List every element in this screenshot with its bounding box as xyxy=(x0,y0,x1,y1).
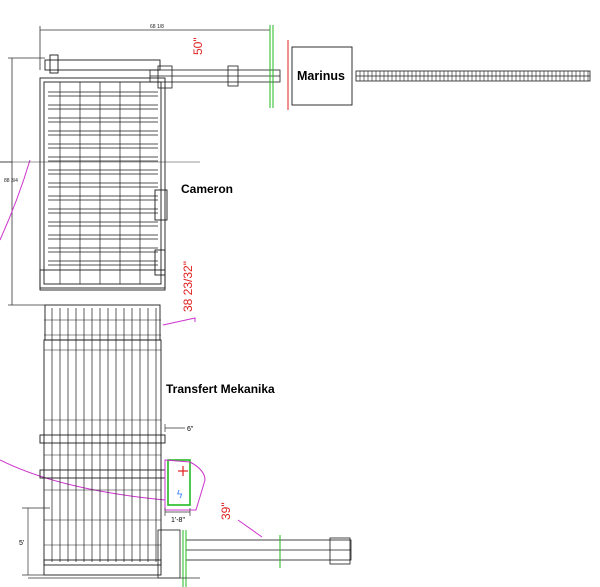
transfert-machine xyxy=(39,304,166,576)
dim-39-label: 39" xyxy=(219,502,233,520)
dim-50-label: 50" xyxy=(191,37,205,55)
magenta-panel-outline xyxy=(164,459,206,511)
cameron-posts xyxy=(59,82,141,284)
control-panel-bolt: ϟ xyxy=(176,488,183,501)
dim-5-label: 5' xyxy=(19,540,24,547)
transfert-rails xyxy=(51,308,157,562)
dim-5-lines xyxy=(22,507,50,576)
cameron-slats xyxy=(48,91,158,266)
dim-1-8-lines xyxy=(164,508,191,516)
dim-6-label: 6" xyxy=(187,426,194,433)
magenta-bracket-38 xyxy=(162,317,196,326)
green-guides-top xyxy=(269,25,274,108)
magenta-line-39 xyxy=(237,519,263,538)
cameron-machine xyxy=(39,54,168,291)
magenta-arc-upper xyxy=(0,159,31,241)
bottom-conveyor xyxy=(157,529,352,579)
top-dimension xyxy=(39,26,271,70)
left-dimension-label: 88 3/4 xyxy=(4,178,18,184)
green-guides-bottom xyxy=(182,530,281,587)
transfert-crossbars xyxy=(44,319,161,546)
dim-6-lines xyxy=(164,424,185,432)
top-conveyor xyxy=(149,65,281,89)
marinus-box xyxy=(291,46,353,106)
top-dimension-label: 68 1/8 xyxy=(150,24,164,30)
marinus-conveyor xyxy=(355,70,591,82)
transfert-label: Transfert Mekanika xyxy=(166,382,275,396)
control-panel-green xyxy=(167,459,191,506)
magenta-arc-lower xyxy=(0,459,166,501)
marinus-conveyor-rollers xyxy=(359,71,589,81)
dim-1-8-label: 1'-8" xyxy=(171,517,185,524)
marinus-label: Marinus xyxy=(297,69,345,83)
dim-38-label: 38 23/32" xyxy=(181,261,195,312)
cameron-label: Cameron xyxy=(181,182,233,196)
